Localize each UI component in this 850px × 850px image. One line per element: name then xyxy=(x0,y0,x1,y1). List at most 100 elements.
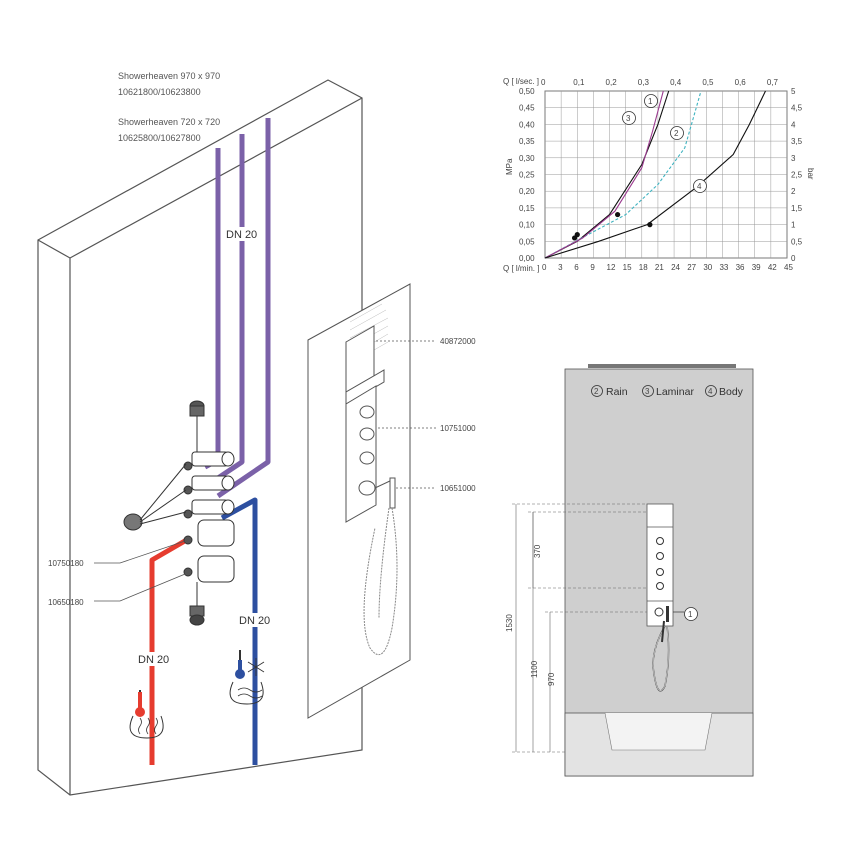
series-line-3 xyxy=(544,90,664,259)
x-bottom-tick-label: 21 xyxy=(655,263,664,272)
shower-panel-iso xyxy=(307,283,411,719)
svg-text:1: 1 xyxy=(648,97,653,106)
dimension-lines xyxy=(512,503,647,753)
y-right-tick-label: 1 xyxy=(791,221,796,230)
model-a-name: Showerheaven 970 x 970 xyxy=(118,71,220,81)
chart-points xyxy=(571,211,653,241)
series-marker-3: 3 xyxy=(622,111,636,125)
svg-text:Laminar: Laminar xyxy=(656,386,694,398)
y-right-tick-label: 0 xyxy=(791,254,796,263)
svg-text:2: 2 xyxy=(674,129,679,138)
y-left-tick-label: 0,40 xyxy=(519,120,535,129)
y-right-tick-label: 4 xyxy=(791,120,796,129)
y-right-tick-label: 3,5 xyxy=(791,137,803,146)
y-right-tick-label: 3 xyxy=(791,154,796,163)
y-left-tick-label: 0,15 xyxy=(519,204,535,213)
valve-block xyxy=(123,400,235,626)
elevation-marker-1: 1 xyxy=(688,610,693,619)
x-top-axis-label: Q [ l/sec. ] xyxy=(503,77,539,86)
x-bottom-tick-label: 9 xyxy=(590,263,595,272)
model-b-codes: 10625800/10627800 xyxy=(118,133,201,143)
chart-series xyxy=(544,90,766,259)
series-marker-4: 4 xyxy=(693,179,707,193)
chart-data-point xyxy=(574,232,580,238)
svg-text:Body: Body xyxy=(719,386,744,398)
y-left-axis-label: MPa xyxy=(505,158,514,175)
y-left-tick-label: 0,05 xyxy=(519,237,535,246)
right-leaders xyxy=(376,340,436,489)
y-left-tick-label: 0,20 xyxy=(519,187,535,196)
model-b-name: Showerheaven 720 x 720 xyxy=(118,117,220,127)
part-label-40872000: 40872000 xyxy=(440,337,476,346)
x-bottom-tick-label: 39 xyxy=(752,263,761,272)
cold-water-icon xyxy=(229,650,265,705)
y-right-axis-label: bar xyxy=(806,168,815,180)
x-top-tick-label: 0,7 xyxy=(767,78,779,87)
x-bottom-tick-label: 6 xyxy=(574,263,579,272)
svg-text:4: 4 xyxy=(697,182,702,191)
dim-970: 970 xyxy=(547,672,556,686)
x-top-tick-label: 0,3 xyxy=(638,78,650,87)
purple-pipe-3 xyxy=(216,118,271,499)
x-bottom-tick-label: 15 xyxy=(623,263,632,272)
y-right-tick-label: 5 xyxy=(791,87,796,96)
dn-hot-label: DN 20 xyxy=(138,654,169,666)
svg-text:3: 3 xyxy=(626,114,631,123)
purple-pipe-2 xyxy=(210,134,245,485)
x-bottom-axis-label: Q [ l/min. ] xyxy=(503,264,539,273)
x-top-tick-label: 0,5 xyxy=(702,78,714,87)
cold-pipe xyxy=(220,497,258,765)
dn-cold-label: DN 20 xyxy=(239,615,270,627)
part-label-10750180: 10750180 xyxy=(48,559,84,568)
x-top-tick-label: 0 xyxy=(541,78,546,87)
model-a-codes: 10621800/10623800 xyxy=(118,87,201,97)
svg-text:3: 3 xyxy=(645,387,650,396)
dn-upper-label: DN 20 xyxy=(226,229,257,241)
y-right-tick-label: 2,5 xyxy=(791,171,803,180)
svg-text:Rain: Rain xyxy=(606,386,628,398)
y-left-tick-label: 0,50 xyxy=(519,87,535,96)
dim-1530: 1530 xyxy=(505,614,514,632)
y-right-tick-label: 1,5 xyxy=(791,204,803,213)
y-right-tick-label: 4,5 xyxy=(791,104,803,113)
series-marker-2: 2 xyxy=(670,126,684,140)
legend-item-rain: 2 Rain xyxy=(591,385,628,398)
left-leaders xyxy=(94,539,191,602)
x-bottom-tick-label: 45 xyxy=(784,263,793,272)
x-top-tick-label: 0,1 xyxy=(573,78,585,87)
panel-front xyxy=(646,503,674,627)
y-left-tick-label: 0,00 xyxy=(519,254,535,263)
hot-pipe xyxy=(149,535,192,765)
dim-370: 370 xyxy=(533,544,542,558)
part-label-10651000: 10651000 xyxy=(440,484,476,493)
x-bottom-tick-label: 18 xyxy=(639,263,648,272)
snowflake-icon xyxy=(247,658,265,676)
y-left-tick-label: 0,10 xyxy=(519,221,535,230)
y-left-tick-label: 0,45 xyxy=(519,104,535,113)
legend-item-laminar: 3 Laminar xyxy=(642,385,694,398)
hot-water-icon xyxy=(129,690,164,739)
x-bottom-tick-label: 12 xyxy=(607,263,616,272)
x-bottom-tick-label: 42 xyxy=(768,263,777,272)
x-top-tick-label: 0,6 xyxy=(735,78,747,87)
part-label-10650180: 10650180 xyxy=(48,598,84,607)
dim-1100: 1100 xyxy=(530,660,539,678)
x-top-tick-label: 0,4 xyxy=(670,78,682,87)
y-left-tick-label: 0,30 xyxy=(519,154,535,163)
chart-data-point xyxy=(615,211,621,218)
y-right-tick-label: 2 xyxy=(791,187,796,196)
x-bottom-tick-label: 36 xyxy=(736,263,745,272)
series-marker-1: 1 xyxy=(644,94,658,108)
x-bottom-tick-label: 0 xyxy=(542,263,547,272)
y-left-tick-label: 0,35 xyxy=(519,137,535,146)
y-left-tick-label: 0,25 xyxy=(519,171,535,180)
svg-text:2: 2 xyxy=(594,387,599,396)
x-bottom-tick-label: 30 xyxy=(703,263,712,272)
x-bottom-tick-label: 3 xyxy=(558,263,563,272)
dn-labels: DN 20 DN 20 DN 20 xyxy=(135,227,276,666)
